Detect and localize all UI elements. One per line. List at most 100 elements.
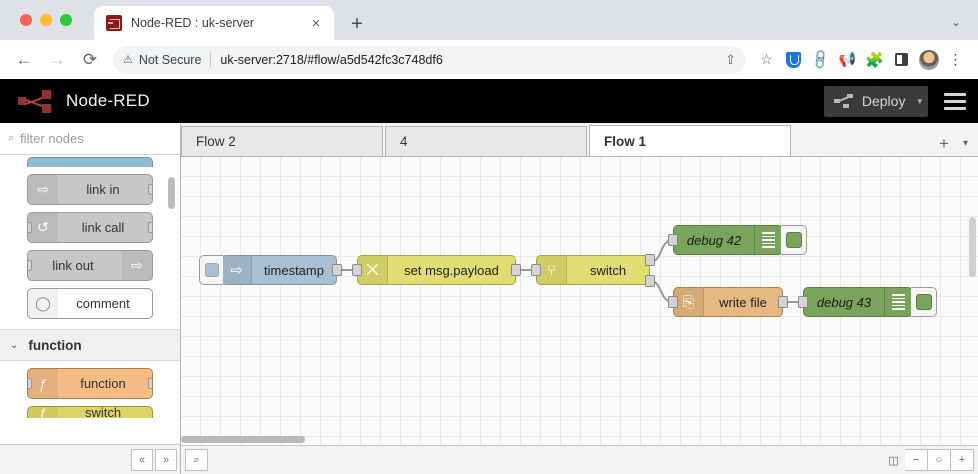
chevron-down-icon: ⌄	[10, 339, 19, 351]
megaphone-extension-icon[interactable]: 📢	[838, 51, 857, 67]
url-text: uk-server:2718/#flow/a5d542fc3c748df6	[220, 52, 443, 67]
palette-node-link-out[interactable]: link out ⇨	[27, 250, 153, 281]
input-port[interactable]	[28, 222, 32, 233]
expand-all-button[interactable]: »	[155, 448, 177, 471]
output-port-2[interactable]	[645, 275, 655, 287]
output-port[interactable]	[148, 222, 152, 233]
zoom-out-icon[interactable]: −	[905, 449, 928, 471]
palette-node-comment[interactable]: ◯ comment	[27, 288, 153, 319]
input-port[interactable]	[668, 234, 678, 246]
palette-node-partial-top[interactable]	[27, 157, 153, 167]
link-extension-icon[interactable]: 🔗	[808, 47, 832, 71]
zoom-reset-icon[interactable]: ○	[928, 449, 951, 471]
input-port[interactable]	[28, 378, 32, 389]
canvas-horizontal-scrollbar[interactable]	[181, 436, 305, 443]
flow-canvas[interactable]: ⇨ timestamp ⨉ set msg.payload ⑂ switch	[181, 157, 978, 445]
shield-extension-icon[interactable]	[781, 47, 806, 72]
palette-node-link-in[interactable]: ⇨ link in	[27, 174, 153, 205]
debug-enable-toggle[interactable]	[781, 225, 807, 255]
chrome-menu-icon[interactable]: ⋮	[948, 50, 963, 67]
close-window-button[interactable]	[20, 14, 32, 26]
palette-node-label: switch	[84, 406, 122, 418]
share-icon[interactable]: ⇧	[725, 51, 736, 67]
link-call-icon: ↺	[28, 213, 58, 242]
deploy-caret-icon[interactable]: ▾	[917, 95, 922, 106]
bookmark-star-icon[interactable]: ☆	[760, 51, 773, 67]
debug-enable-toggle[interactable]	[911, 287, 937, 317]
switch-icon: ƒ	[28, 407, 58, 418]
palette-category-function[interactable]: ⌄ function	[0, 329, 180, 361]
tab-flow-1[interactable]: Flow 1	[589, 125, 791, 156]
output-port[interactable]	[332, 264, 342, 276]
header-actions: Deploy ▾	[823, 85, 978, 117]
palette-node-function[interactable]: ƒ function	[27, 368, 153, 399]
new-tab-button[interactable]: +	[351, 13, 363, 35]
function-icon: ƒ	[28, 369, 58, 398]
palette-node-link-call[interactable]: ↺ link call	[27, 212, 153, 243]
input-port[interactable]	[798, 296, 808, 308]
node-write-file[interactable]: ⎘ write file	[668, 287, 788, 317]
output-port[interactable]	[148, 184, 152, 195]
node-switch[interactable]: ⑂ switch	[531, 254, 655, 287]
flow-tab-tools: + ▾	[939, 135, 978, 156]
tab-flow-2[interactable]: Flow 2	[181, 126, 383, 156]
input-port[interactable]	[531, 264, 541, 276]
editor-statusbar: ⌕ ◫ − ○ +	[181, 445, 978, 474]
input-port[interactable]	[352, 264, 362, 276]
chevron-down-icon[interactable]: ⌄	[951, 16, 961, 29]
maximize-window-button[interactable]	[60, 14, 72, 26]
output-port[interactable]	[778, 296, 788, 308]
node-red-logo: Node-RED	[0, 89, 150, 113]
node-timestamp[interactable]: ⇨ timestamp	[199, 255, 342, 285]
node-red-logo-icon	[18, 89, 58, 113]
tab-4[interactable]: 4	[385, 126, 587, 156]
filter-nodes-placeholder: filter nodes	[20, 131, 84, 146]
node-debug-43[interactable]: debug 43	[798, 287, 937, 317]
workspace: ⌕ filter nodes ⇨ link in ↺ link call lin…	[0, 123, 978, 474]
browser-tab[interactable]: Node-RED : uk-server ×	[94, 6, 334, 40]
browser-tab-title: Node-RED : uk-server	[131, 16, 254, 30]
address-bar[interactable]: ⚠ Not Secure uk-server:2718/#flow/a5d542…	[113, 45, 746, 74]
profile-avatar[interactable]	[916, 47, 941, 72]
palette-node-label: link out	[52, 258, 94, 273]
palette-node-switch[interactable]: ƒ switch	[27, 406, 153, 418]
close-tab-icon[interactable]: ×	[311, 14, 321, 32]
add-flow-button[interactable]: +	[939, 134, 949, 153]
switch-icon: ⑂	[537, 256, 567, 284]
puzzle-extensions-icon[interactable]: 🧩	[865, 51, 884, 69]
browser-chrome: Node-RED : uk-server × + ⌄ ← → ⟳ ⚠ Not S…	[0, 0, 978, 79]
palette-node-label: link in	[86, 182, 120, 197]
side-panel-icon[interactable]	[889, 47, 914, 72]
palette-scrollbar[interactable]	[168, 177, 175, 209]
canvas-vertical-scrollbar[interactable]	[969, 217, 976, 277]
zoom-in-icon[interactable]: +	[951, 449, 974, 471]
link-in-icon: ⇨	[28, 175, 58, 204]
node-set-msg-payload[interactable]: ⨉ set msg.payload	[352, 255, 521, 285]
inject-trigger-button[interactable]	[199, 255, 223, 285]
reload-button[interactable]: ⟳	[82, 50, 98, 69]
forward-button[interactable]: →	[48, 50, 66, 69]
navigator-map-icon[interactable]: ◫	[888, 454, 899, 467]
output-port[interactable]	[511, 264, 521, 276]
collapse-all-button[interactable]: «	[131, 448, 153, 471]
deploy-icon	[833, 94, 854, 108]
palette-node-label: link call	[81, 220, 125, 235]
input-port[interactable]	[28, 260, 32, 271]
deploy-label: Deploy	[861, 93, 906, 109]
node-debug-42[interactable]: debug 42	[668, 225, 807, 255]
deploy-button[interactable]: Deploy ▾	[823, 85, 928, 117]
back-button[interactable]: ←	[15, 50, 33, 69]
output-port[interactable]	[148, 378, 152, 389]
main-menu-button[interactable]	[944, 92, 966, 110]
palette-node-list: ⇨ link in ↺ link call link out ⇨ ◯ comme…	[0, 155, 180, 444]
minimize-window-button[interactable]	[40, 14, 52, 26]
palette-category-label: function	[28, 337, 82, 353]
app-title: Node-RED	[66, 91, 150, 110]
flow-list-button[interactable]: ▾	[962, 138, 968, 149]
output-port-1[interactable]	[645, 254, 655, 266]
filter-nodes-input[interactable]: ⌕ filter nodes	[0, 123, 180, 155]
input-port[interactable]	[668, 296, 678, 308]
search-flows-button[interactable]: ⌕	[185, 449, 208, 471]
omnibox-divider	[210, 52, 212, 67]
change-icon: ⨉	[358, 256, 388, 284]
